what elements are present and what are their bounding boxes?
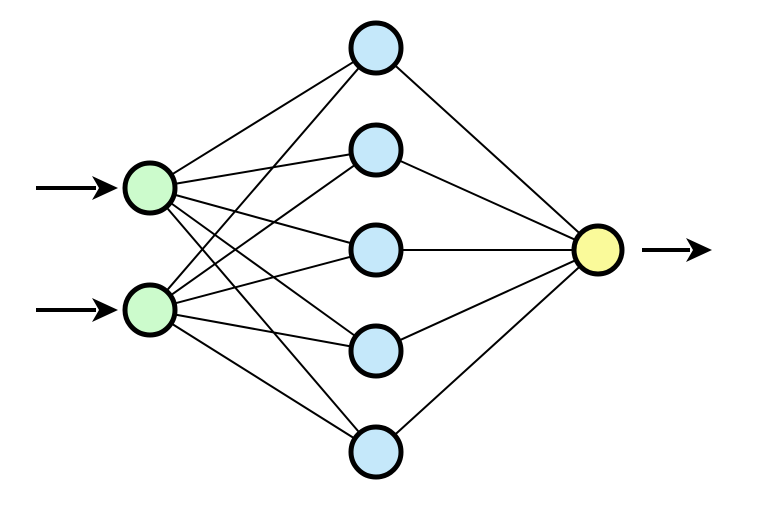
node-output-1[interactable]: [571, 223, 625, 277]
edge-h2-to-o1: [399, 159, 576, 241]
node-input-1[interactable]: [122, 160, 178, 216]
input-arrow-2-head-icon: [92, 298, 118, 322]
node-hidden-5[interactable]: [348, 424, 404, 480]
io-arrows-group: [36, 176, 712, 322]
node-input-2[interactable]: [122, 282, 178, 338]
edge-h1-to-o1: [394, 64, 581, 234]
edges-group: [166, 60, 581, 439]
node-hidden-2[interactable]: [348, 122, 404, 178]
edge-i2-to-h5: [171, 323, 355, 439]
edge-h5-to-o1: [394, 266, 581, 436]
edge-i1-to-h5: [166, 207, 360, 433]
node-hidden-1[interactable]: [348, 20, 404, 76]
edge-h4-to-o1: [399, 259, 576, 342]
output-arrow-head-icon: [686, 238, 712, 262]
input-arrow-1: [36, 176, 118, 200]
output-arrow: [642, 238, 712, 262]
input-arrow-1-head-icon: [92, 176, 118, 200]
edge-i1-to-h3: [174, 194, 352, 244]
node-hidden-3[interactable]: [348, 222, 404, 278]
input-arrow-2: [36, 298, 118, 322]
edge-i2-to-h1: [166, 67, 360, 291]
node-hidden-4[interactable]: [348, 323, 404, 379]
edge-i1-to-h4: [170, 202, 356, 337]
edge-i2-to-h3: [174, 255, 352, 305]
edge-i2-to-h4: [175, 313, 351, 348]
nodes-group: [122, 20, 625, 480]
edge-i2-to-h2: [170, 164, 356, 296]
edge-i1-to-h1: [171, 60, 355, 176]
edge-i1-to-h2: [175, 153, 351, 185]
